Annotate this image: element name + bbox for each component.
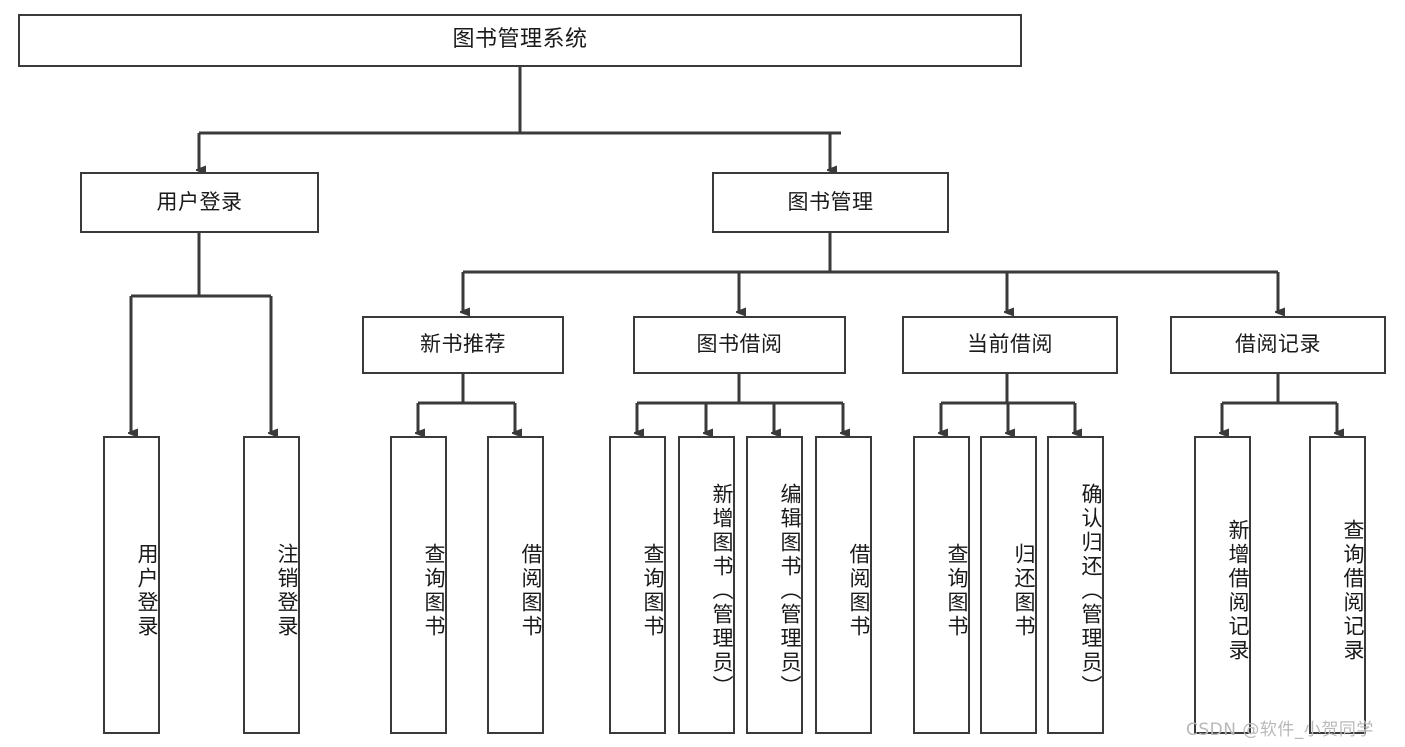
node-leaf-borrow-book-1[interactable]: 借阅图书	[487, 436, 544, 734]
node-leaf-user-login-label: 用户登录	[135, 543, 159, 639]
node-leaf-borrow-book-2-label: 借阅图书	[847, 543, 871, 639]
node-leaf-query-record[interactable]: 查询借阅记录	[1309, 436, 1366, 734]
node-leaf-user-logout[interactable]: 注销登录	[243, 436, 300, 734]
node-leaf-query-book-2[interactable]: 查询图书	[609, 436, 666, 734]
node-new-book-rec-label: 新书推荐	[420, 332, 506, 357]
node-leaf-query-book-1-label: 查询图书	[422, 543, 446, 639]
node-leaf-return-book[interactable]: 归还图书	[980, 436, 1037, 734]
node-leaf-edit-book[interactable]: 编辑图书（管理员）	[746, 436, 803, 734]
node-leaf-user-login[interactable]: 用户登录	[103, 436, 160, 734]
node-leaf-query-record-label: 查询借阅记录	[1341, 519, 1365, 663]
csdn-watermark: CSDN @软件_小贺同学	[1186, 720, 1374, 740]
node-root-label: 图书管理系统	[452, 27, 588, 53]
node-book-manage-label: 图书管理	[787, 189, 874, 214]
node-user-login[interactable]: 用户登录	[80, 172, 319, 233]
node-leaf-confirm-return[interactable]: 确认归还（管理员）	[1047, 436, 1104, 734]
node-root[interactable]: 图书管理系统	[18, 14, 1022, 67]
node-leaf-edit-book-label: 编辑图书（管理员）	[778, 483, 802, 699]
node-new-book-rec[interactable]: 新书推荐	[362, 316, 564, 374]
node-leaf-query-book-3[interactable]: 查询图书	[913, 436, 970, 734]
node-user-login-label: 用户登录	[156, 189, 243, 214]
node-leaf-borrow-book-2[interactable]: 借阅图书	[815, 436, 872, 734]
node-leaf-add-record[interactable]: 新增借阅记录	[1194, 436, 1251, 734]
node-leaf-add-record-label: 新增借阅记录	[1226, 519, 1250, 663]
node-leaf-query-book-1[interactable]: 查询图书	[390, 436, 447, 734]
node-current-borrow[interactable]: 当前借阅	[902, 316, 1118, 374]
node-borrow-record[interactable]: 借阅记录	[1170, 316, 1386, 374]
node-current-borrow-label: 当前借阅	[967, 332, 1053, 357]
node-leaf-add-book[interactable]: 新增图书（管理员）	[678, 436, 735, 734]
node-leaf-user-logout-label: 注销登录	[275, 543, 299, 639]
node-leaf-query-book-2-label: 查询图书	[641, 543, 665, 639]
node-borrow-record-label: 借阅记录	[1235, 332, 1321, 357]
node-leaf-add-book-label: 新增图书（管理员）	[710, 483, 734, 699]
node-book-borrow-label: 图书借阅	[696, 332, 783, 357]
node-book-borrow[interactable]: 图书借阅	[633, 316, 846, 374]
node-leaf-query-book-3-label: 查询图书	[945, 543, 969, 639]
node-book-manage[interactable]: 图书管理	[712, 172, 949, 233]
node-leaf-return-book-label: 归还图书	[1012, 543, 1036, 639]
node-leaf-borrow-book-1-label: 借阅图书	[519, 543, 543, 639]
node-leaf-confirm-return-label: 确认归还（管理员）	[1079, 483, 1103, 699]
